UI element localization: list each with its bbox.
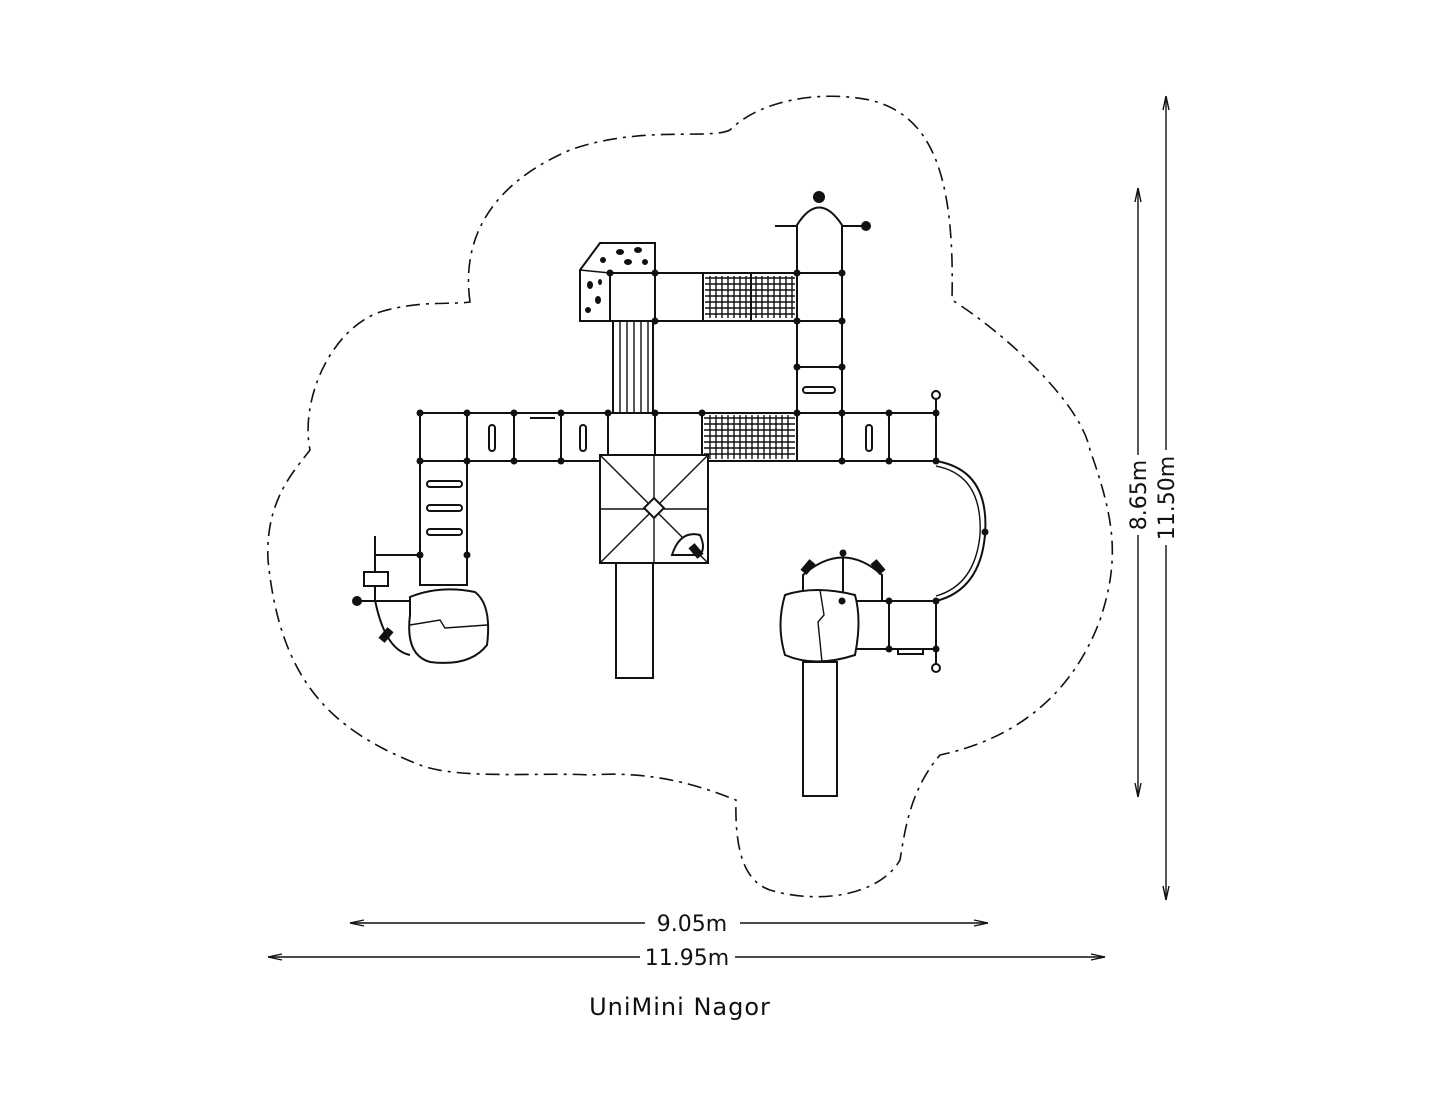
left-ladder — [352, 460, 468, 606]
tower-with-roof — [775, 191, 871, 414]
central-roof-platform — [599, 454, 709, 564]
product-title: UniMini Nagor — [589, 993, 771, 1021]
safety-zone-outline — [267, 95, 1114, 898]
dim-width-inner: 9.05m — [349, 912, 989, 937]
height-inner-label: 8.65m — [1127, 460, 1152, 530]
height-outer-label: 11.50m — [1155, 456, 1180, 540]
vertical-ramp — [612, 320, 654, 414]
right-tower-tube — [779, 555, 886, 797]
width-outer-label: 11.95m — [645, 946, 729, 971]
climbing-wall-block — [579, 242, 656, 322]
right-curved-bridge — [931, 390, 987, 602]
upper-deck-row — [609, 272, 843, 322]
dim-width-outer: 11.95m — [267, 946, 1106, 971]
middle-deck-row — [419, 412, 937, 462]
dim-height-outer: 11.50m — [1155, 95, 1180, 901]
middle-net-bridge — [704, 415, 795, 459]
width-inner-label: 9.05m — [657, 912, 727, 937]
central-slide — [615, 562, 654, 679]
top-net-bridge — [705, 276, 795, 318]
post-markers — [416, 269, 989, 653]
dim-height-inner: 8.65m — [1127, 187, 1152, 798]
left-tube-slide — [374, 588, 490, 664]
